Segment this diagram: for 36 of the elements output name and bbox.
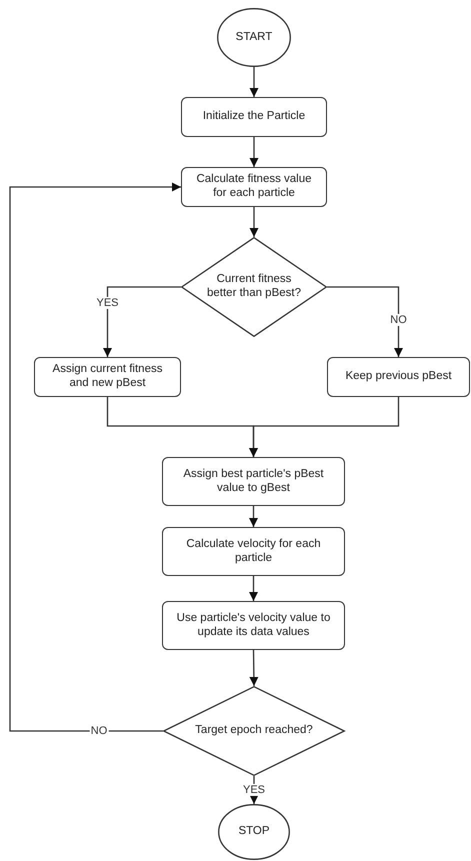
process-label: Assign best particle's pBest value to gBest: [182, 468, 325, 496]
process-label: Calculate fitness value for each particle: [195, 173, 313, 201]
process-label: Calculate velocity for each particle: [185, 538, 322, 566]
arrow: [250, 137, 258, 167]
arrow: [327, 286, 403, 357]
process-box: [162, 457, 345, 506]
terminal-label: STOP: [238, 825, 270, 839]
arrow: [250, 67, 258, 97]
process-label: Keep previous pBest: [345, 370, 452, 384]
arrow: [249, 506, 258, 527]
terminal-label: START: [236, 30, 272, 44]
decision-label: Target epoch reached?: [195, 724, 313, 738]
arrow: [249, 650, 258, 686]
process-box: [162, 601, 345, 650]
process-box: [181, 97, 327, 137]
decision-diamond: [181, 237, 327, 337]
arrow: [9, 182, 181, 732]
arrow: [250, 207, 258, 237]
process-label: Use particle's velocity value to update its data values: [176, 612, 332, 640]
edge-label: NO: [90, 724, 108, 738]
edge-label: YES: [242, 784, 266, 796]
edge-label: YES: [96, 296, 120, 310]
process-box: [327, 357, 470, 397]
process-label: Assign current fitness and new pBest: [52, 363, 164, 391]
decision-diamond: [163, 686, 345, 776]
process-label: Initialize the Particle: [202, 110, 306, 124]
terminal-circle: [217, 8, 291, 67]
process-box: [162, 527, 345, 576]
decision-label: Current fitness better than pBest?: [206, 273, 302, 301]
arrow: [249, 397, 400, 457]
arrow: [249, 576, 258, 601]
edge-label: NO: [389, 314, 408, 326]
arrow: [103, 286, 181, 357]
terminal-circle: [218, 804, 290, 860]
process-box: [34, 357, 181, 397]
process-box: [181, 167, 327, 207]
